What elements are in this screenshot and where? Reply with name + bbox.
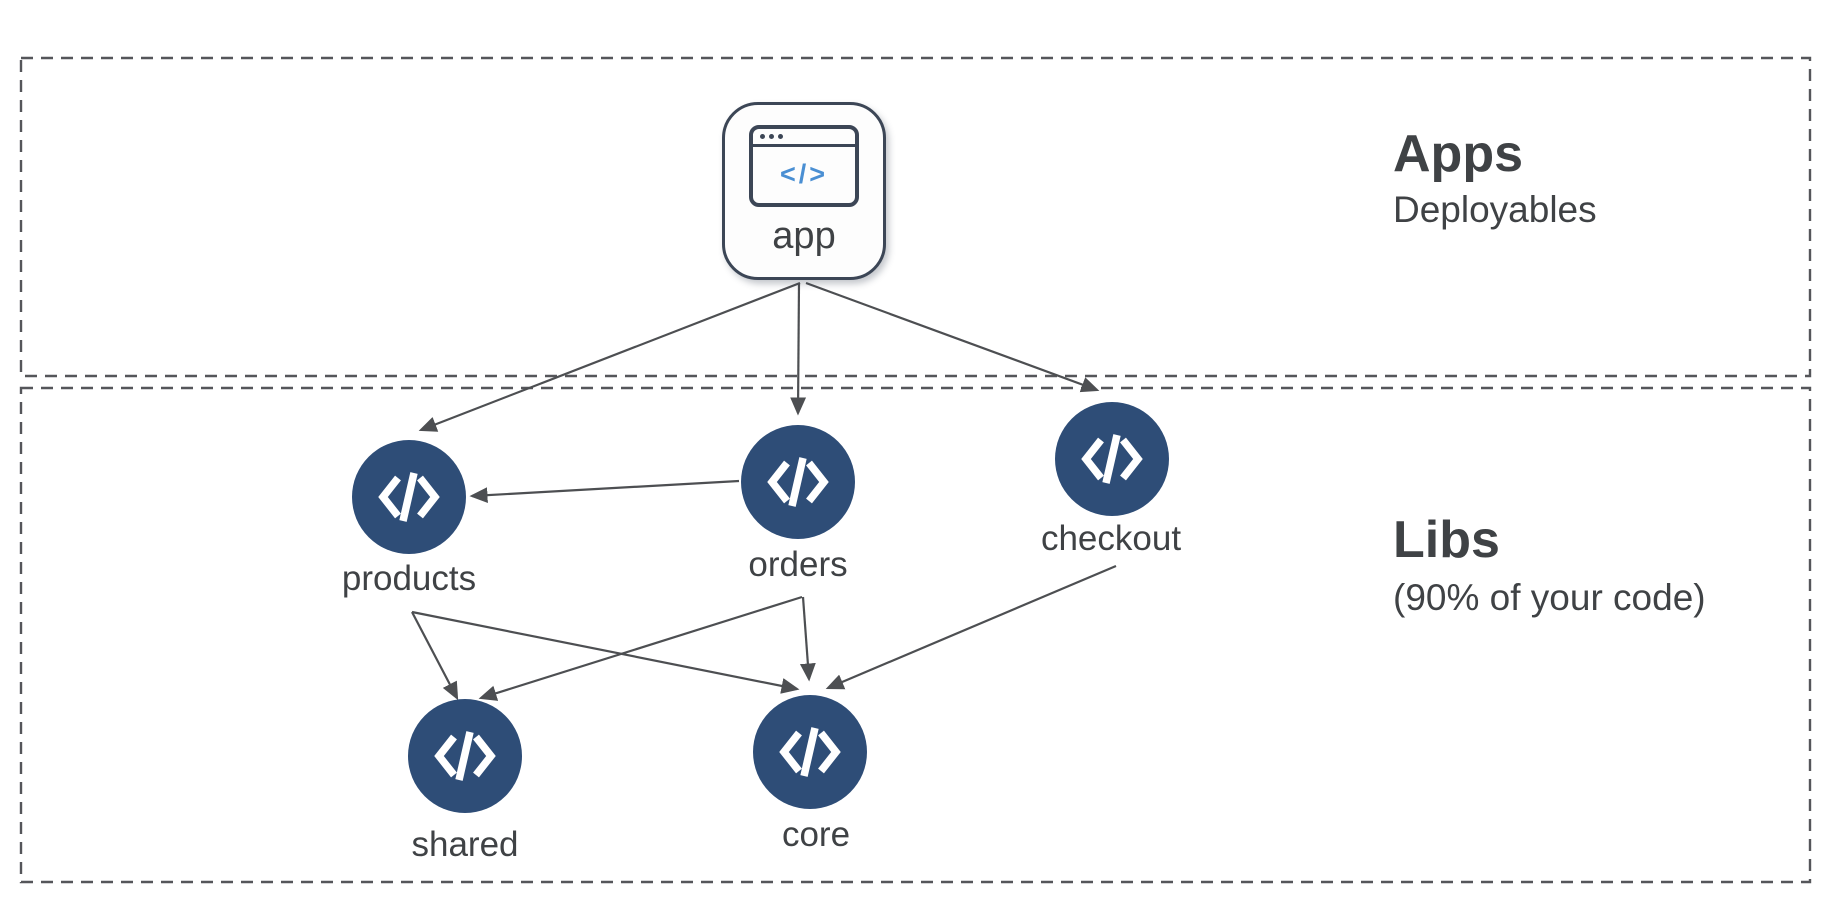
node-label-checkout: checkout xyxy=(1040,519,1182,558)
apps-section-title: Apps xyxy=(1393,125,1523,183)
node-orders xyxy=(741,425,855,539)
code-icon xyxy=(378,472,440,522)
browser-body: </> xyxy=(753,147,855,203)
code-icon xyxy=(1081,434,1143,484)
node-label-orders: orders xyxy=(748,545,848,584)
code-glyph: </> xyxy=(779,159,829,190)
browser-code-icon: </> xyxy=(749,124,859,207)
node-label-core: core xyxy=(781,815,851,854)
node-core xyxy=(753,695,867,809)
libs-section-subtitle: (90% of your code) xyxy=(1393,577,1706,618)
node-checkout xyxy=(1055,402,1169,516)
browser-dot-icon xyxy=(769,133,774,139)
edge-app-orders xyxy=(790,282,807,416)
code-icon xyxy=(767,457,829,507)
edge-products-shared xyxy=(411,611,459,701)
browser-dot-icon xyxy=(760,133,765,139)
libs-boundary-box xyxy=(19,386,1812,884)
browser-titlebar xyxy=(753,129,855,147)
apps-section-subtitle: Deployables xyxy=(1393,189,1597,230)
libs-section-title: Libs xyxy=(1393,511,1500,569)
edge-orders-products xyxy=(469,479,740,504)
edge-checkout-core xyxy=(825,564,1117,690)
code-icon xyxy=(779,727,841,777)
browser-dot-icon xyxy=(778,133,783,139)
edge-products-core xyxy=(411,610,800,694)
node-app: </> app xyxy=(722,102,886,280)
edge-app-checkout xyxy=(805,281,1100,393)
node-label-shared: shared xyxy=(411,825,519,864)
apps-boundary-box xyxy=(19,56,1812,378)
node-products xyxy=(352,440,466,554)
node-label-app: app xyxy=(772,214,836,257)
code-icon xyxy=(434,731,496,781)
edge-app-products xyxy=(418,281,801,432)
edge-orders-shared xyxy=(478,595,803,701)
node-shared xyxy=(408,699,522,813)
node-label-products: products xyxy=(341,559,477,598)
edge-orders-core xyxy=(799,596,816,682)
